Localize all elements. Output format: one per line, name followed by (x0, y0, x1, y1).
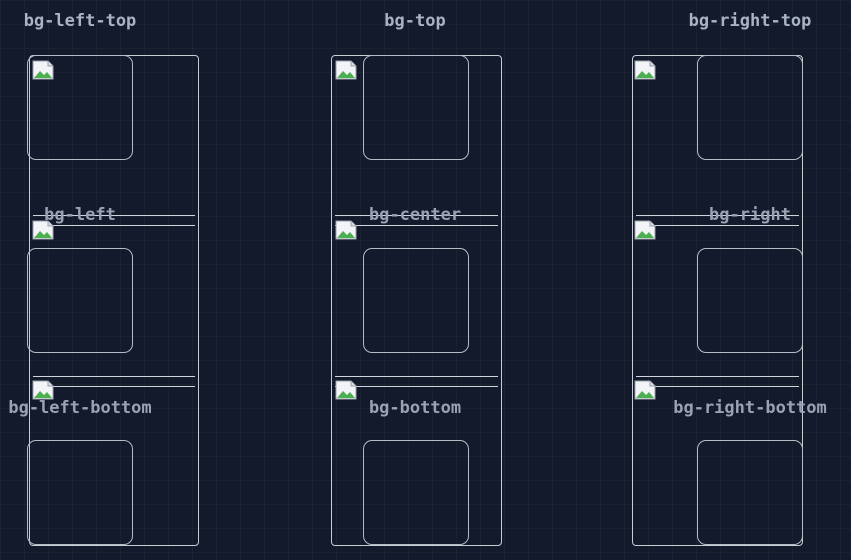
label-bg-right: bg-right (709, 205, 791, 225)
background-box (363, 248, 469, 353)
broken-image-icon (335, 60, 357, 80)
background-box (27, 55, 133, 160)
broken-image-icon (32, 380, 54, 400)
broken-image-icon (634, 220, 656, 240)
background-box (697, 248, 803, 353)
broken-image-icon (634, 380, 656, 400)
label-bg-left-top: bg-left-top (23, 11, 137, 31)
divider-line (636, 215, 799, 216)
background-box (697, 440, 803, 545)
divider-line (33, 386, 195, 387)
divider-line (33, 225, 195, 226)
divider-line (33, 376, 195, 377)
label-bg-center: bg-center (368, 205, 462, 225)
divider-line (335, 386, 498, 387)
divider-line (335, 376, 498, 377)
background-box (27, 248, 133, 353)
broken-image-icon (32, 60, 54, 80)
label-bg-bottom: bg-bottom (368, 398, 462, 418)
broken-image-icon (634, 60, 656, 80)
broken-image-icon (32, 220, 54, 240)
label-bg-left: bg-left (44, 205, 116, 225)
divider-line (33, 215, 195, 216)
broken-image-icon (335, 220, 357, 240)
background-box (363, 55, 469, 160)
background-box (27, 440, 133, 545)
divider-line (636, 376, 799, 377)
divider-line (335, 225, 498, 226)
label-bg-left-bottom: bg-left-bottom (8, 398, 152, 418)
broken-image-icon (335, 380, 357, 400)
background-box (697, 55, 803, 160)
label-bg-top: bg-top (384, 11, 446, 31)
divider-line (636, 225, 799, 226)
label-bg-right-bottom: bg-right-bottom (673, 398, 827, 418)
divider-line (335, 215, 498, 216)
background-box (363, 440, 469, 545)
label-bg-right-top: bg-right-top (688, 11, 812, 31)
divider-line (636, 386, 799, 387)
